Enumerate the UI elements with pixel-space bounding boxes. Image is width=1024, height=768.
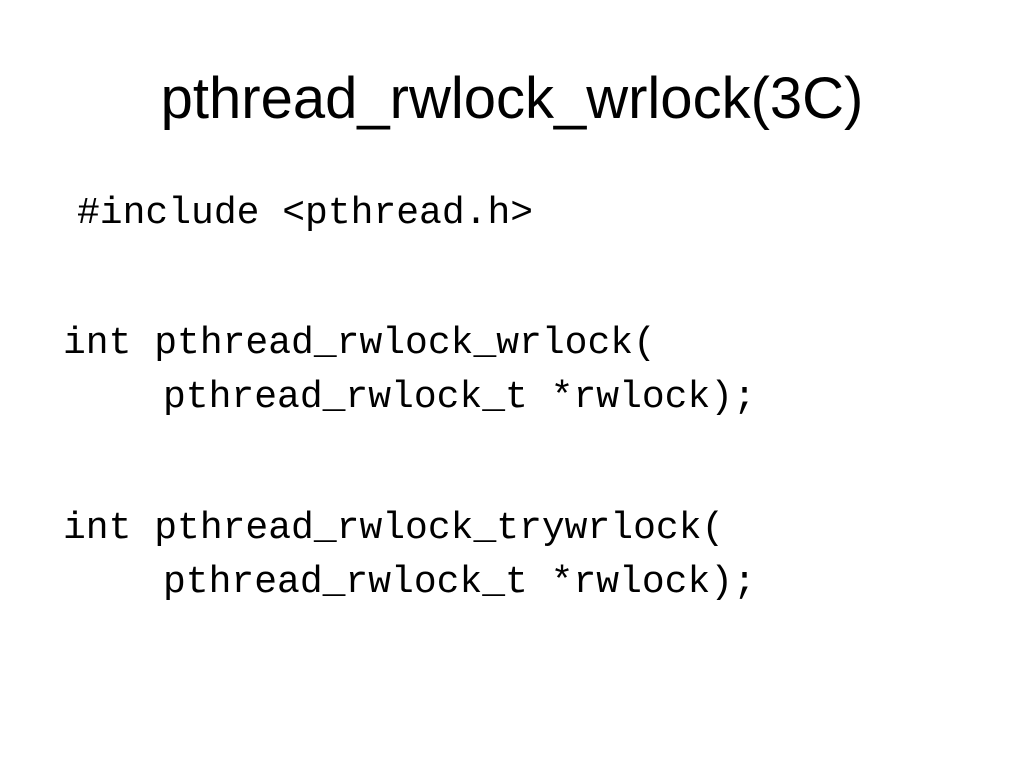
trywrlock-signature: int pthread_rwlock_trywrlock( [63,507,725,550]
trywrlock-argument: pthread_rwlock_t *rwlock); [163,561,756,604]
wrlock-argument: pthread_rwlock_t *rwlock); [163,376,756,419]
slide-title: pthread_rwlock_wrlock(3C) [160,66,864,131]
include-directive: #include <pthread.h> [77,192,534,235]
wrlock-signature: int pthread_rwlock_wrlock( [63,322,656,365]
